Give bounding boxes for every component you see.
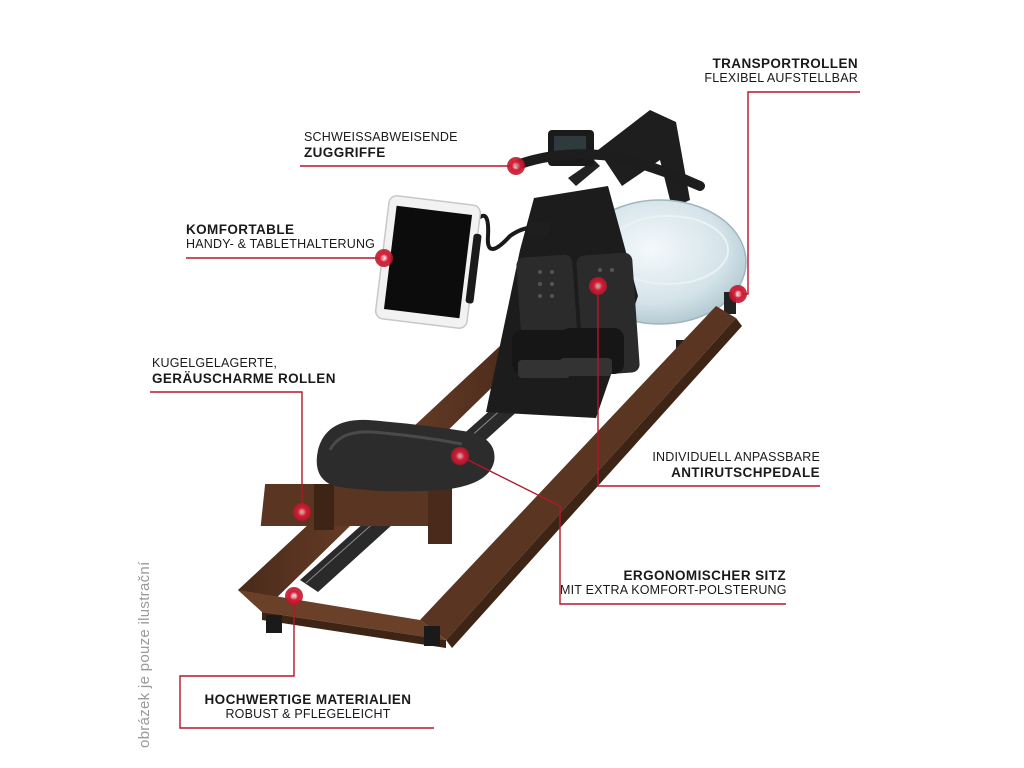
watermark-text: obrázek je pouze ilustrační	[136, 561, 153, 748]
callout-sitz: ERGONOMISCHER SITZ MIT EXTRA KOMFORT-POL…	[560, 568, 787, 598]
tablet	[374, 195, 482, 329]
callout-marker-icon	[729, 285, 747, 303]
callout-zuggriffe: SCHWEISSABWEISENDE ZUGGRIFFE	[304, 130, 458, 160]
callout-title: GERÄUSCHARME ROLLEN	[152, 371, 336, 386]
callout-title: ANTIRUTSCHPEDALE	[671, 465, 820, 480]
callout-marker-icon	[375, 249, 393, 267]
callout-title: KOMFORTABLE	[186, 222, 295, 237]
callout-title: ZUGGRIFFE	[304, 145, 386, 160]
callout-subtitle: MIT EXTRA KOMFORT-POLSTERUNG	[560, 583, 787, 597]
callout-transportrollen: TRANSPORTROLLEN FLEXIBEL AUFSTELLBAR	[690, 56, 858, 86]
callout-marker-icon	[451, 447, 469, 465]
leader-lines	[150, 91, 860, 729]
callout-marker-icon	[589, 277, 607, 295]
leader-pedale	[597, 286, 820, 487]
footplate	[486, 186, 640, 418]
callout-marker-icon	[507, 157, 525, 175]
callout-pretext: INDIVIDUELL ANPASSBARE	[652, 450, 820, 464]
callout-marker-icon	[293, 503, 311, 521]
leader-transportrollen	[738, 91, 860, 295]
callout-title: HOCHWERTIGE MATERIALIEN	[204, 692, 412, 707]
rear-frame-arm	[598, 110, 690, 208]
monitor-arm	[568, 160, 600, 186]
callout-pretext: SCHWEISSABWEISENDE	[304, 130, 458, 144]
callout-subtitle: HANDY- & TABLETHALTERUNG	[186, 237, 376, 251]
leader-materialien	[179, 596, 434, 729]
callout-pedale: INDIVIDUELL ANPASSBARE ANTIRUTSCHPEDALE	[630, 450, 820, 480]
callout-marker-icon	[285, 587, 303, 605]
callout-pretext: KUGELGELAGERTE,	[152, 356, 278, 370]
callout-materialien: HOCHWERTIGE MATERIALIEN ROBUST & PFLEGEL…	[186, 692, 430, 722]
rowing-machine	[238, 110, 747, 648]
callout-title: ERGONOMISCHER SITZ	[623, 568, 786, 583]
leader-sitz	[459, 455, 786, 605]
callout-subtitle: FLEXIBEL AUFSTELLBAR	[704, 71, 858, 85]
callout-markers	[285, 157, 747, 605]
handle-bar	[515, 149, 705, 191]
callout-rollen: KUGELGELAGERTE, GERÄUSCHARME ROLLEN	[152, 356, 336, 386]
seat	[260, 419, 495, 544]
rail-right	[420, 306, 736, 640]
callout-tablethalterung: KOMFORTABLE HANDY- & TABLETHALTERUNG	[186, 222, 375, 252]
callout-subtitle: ROBUST & PFLEGELEICHT	[225, 707, 391, 721]
callout-title: TRANSPORTROLLEN	[712, 56, 858, 71]
leader-rollen	[150, 391, 303, 512]
